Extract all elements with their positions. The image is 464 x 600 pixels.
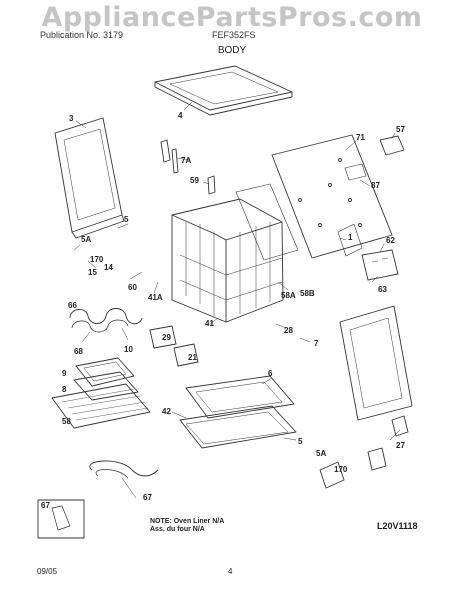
- callout-labels: 4 3 71 57 7A 59 87 5 5A 1 62 170 15 14 6…: [41, 111, 405, 510]
- bake-element: [69, 308, 143, 325]
- leveler-leg: [319, 461, 345, 489]
- section-title: BODY: [217, 45, 247, 56]
- callout-28: 28: [284, 326, 293, 335]
- drawer-bottom: [179, 405, 297, 449]
- note-line-2: Ass. du four N/A: [150, 526, 205, 533]
- callout-29: 29: [162, 333, 171, 342]
- callout-10: 9: [62, 369, 67, 378]
- terminal-block: [361, 249, 399, 281]
- callout-63: 63: [378, 285, 387, 294]
- watermark: AppliancePartsPros.com: [41, 2, 423, 33]
- callout-8: 6: [268, 369, 273, 378]
- callout-62: 62: [386, 236, 395, 245]
- callout-58: 42: [162, 407, 171, 416]
- callout-9: 8: [62, 385, 67, 394]
- footer-date: 09/05: [37, 567, 58, 576]
- callout-21: 21: [188, 353, 197, 362]
- callout-4: 4: [178, 111, 183, 120]
- callout-60: 60: [128, 283, 137, 292]
- callout-5Ab: 170: [334, 465, 348, 474]
- note-line-1: NOTE: Oven Liner N/A: [150, 518, 225, 525]
- callout-68b: 10: [124, 345, 133, 354]
- part-27-box: [37, 499, 85, 539]
- callout-7A: 7A: [181, 156, 191, 165]
- note: NOTE: Oven Liner N/A Ass. du four N/A: [150, 518, 224, 534]
- callout-42: 5: [298, 437, 303, 446]
- label-plate: [379, 135, 405, 156]
- callout-14: 14: [104, 263, 113, 272]
- callout-67: 67: [143, 493, 152, 502]
- callout-170b: 27: [396, 441, 405, 450]
- callout-57: 57: [396, 125, 405, 134]
- insulation: [235, 183, 299, 261]
- oven-rack: [51, 383, 151, 429]
- diagram-code: L20V1118: [377, 521, 418, 531]
- top-panel: [154, 65, 293, 111]
- switch-part: [149, 325, 177, 349]
- callout-58B: 58B: [300, 289, 315, 298]
- back-panel: [271, 134, 393, 259]
- oven-door: [54, 117, 123, 233]
- callout-170: 170: [90, 255, 104, 264]
- broil-pan: [75, 357, 135, 387]
- callout-7: 7: [314, 339, 319, 348]
- callout-6: 58: [62, 417, 71, 426]
- model-number: FEF352FS: [212, 30, 256, 40]
- callout-15: 15: [88, 268, 97, 277]
- callout-27: 67: [41, 501, 50, 510]
- callout-5: 5: [124, 215, 129, 224]
- callout-87: 87: [371, 181, 380, 190]
- drawer-panel: [339, 305, 413, 421]
- callout-68: 68: [74, 347, 83, 356]
- callout-71: 71: [356, 133, 365, 142]
- callout-66: 66: [68, 301, 77, 310]
- cabinet-frame: [171, 198, 284, 323]
- page-number: 4: [228, 567, 233, 576]
- callout-41: 41: [205, 319, 214, 328]
- callout-1: 1: [348, 233, 353, 242]
- drawer-top: [185, 375, 295, 419]
- broil-element: [89, 460, 159, 477]
- publication-number: Publication No. 3179: [40, 30, 124, 40]
- hinge-left: [160, 139, 171, 163]
- callout-5b: 5A: [316, 449, 326, 458]
- callout-41A: 41A: [148, 293, 163, 302]
- callout-58A: 58A: [281, 291, 296, 300]
- callout-5A: 5A: [81, 235, 91, 244]
- callout-3: 3: [69, 114, 74, 123]
- callout-59: 59: [190, 176, 199, 185]
